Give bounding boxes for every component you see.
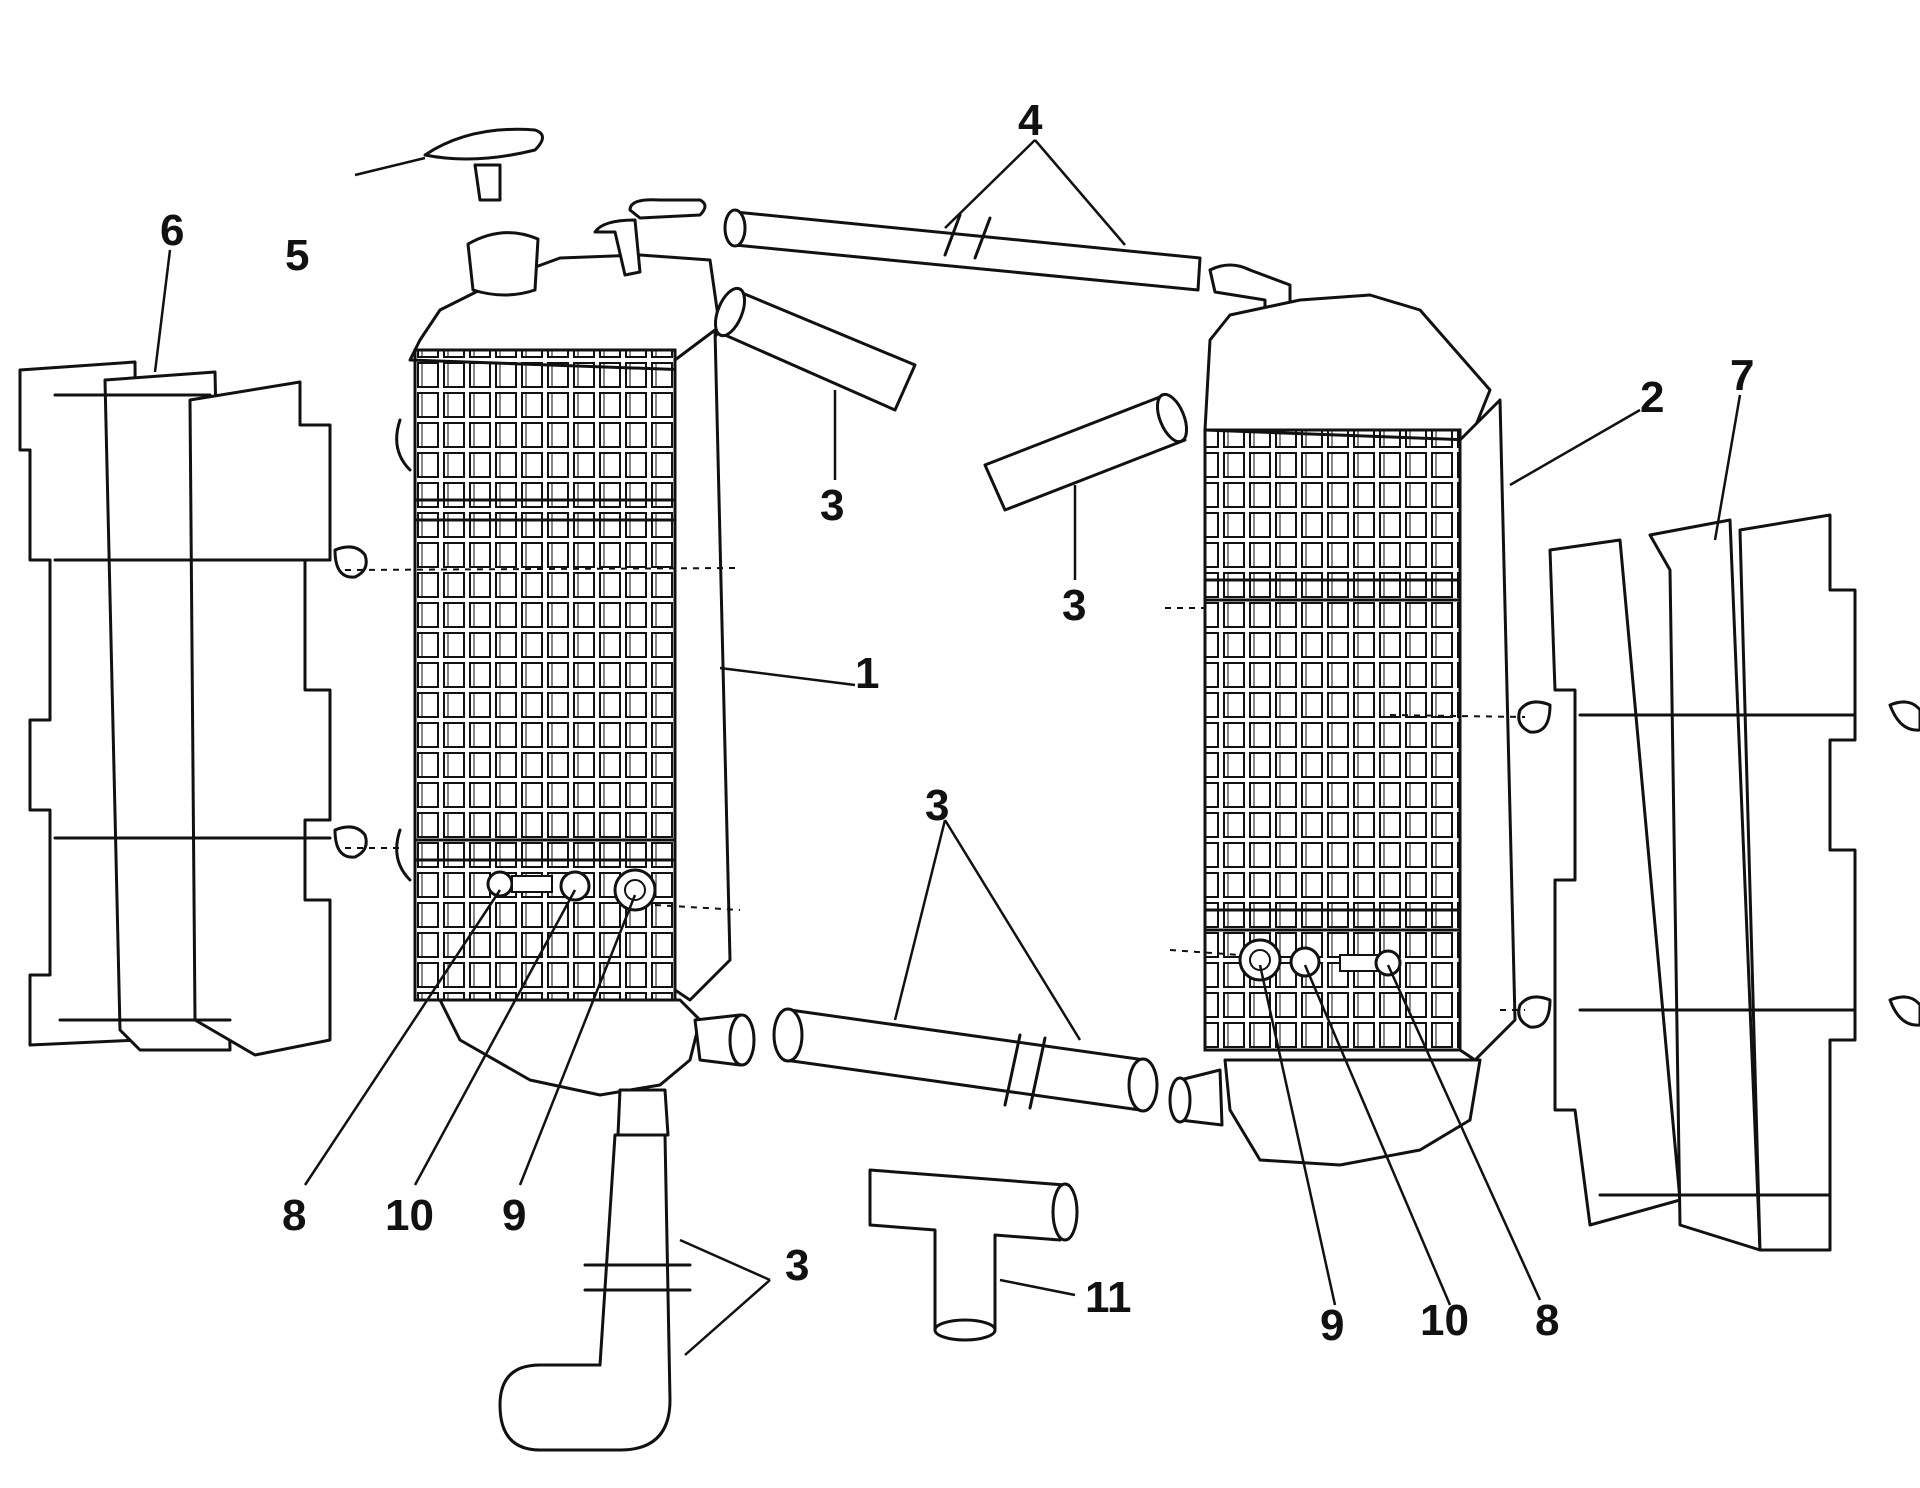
callout-3-bottom-elbow: 3 <box>785 1241 809 1290</box>
left-radiator <box>395 198 756 1137</box>
callout-8-right: 8 <box>1535 1296 1559 1345</box>
hose-upper-left <box>713 286 917 412</box>
callout-3-middle-bottom: 3 <box>925 781 949 830</box>
hose-middle-bottom <box>772 1007 1159 1113</box>
callout-9-right: 9 <box>1320 1301 1344 1350</box>
callout-9-left: 9 <box>502 1191 526 1240</box>
hose-middle-right <box>983 392 1189 512</box>
callout-1: 1 <box>855 649 879 698</box>
callout-3-middle-right: 3 <box>1062 581 1086 630</box>
radiator-cap <box>423 127 544 202</box>
callout-labels: 1 2 3 3 3 3 4 5 6 7 8 10 9 11 9 10 8 <box>160 96 1754 1350</box>
callout-11: 11 <box>1085 1273 1132 1322</box>
callout-10-left: 10 <box>385 1191 434 1240</box>
hose-top <box>723 208 1292 332</box>
alignment-lines <box>344 567 1526 1011</box>
callout-8-left: 8 <box>282 1191 306 1240</box>
callout-10-right: 10 <box>1420 1296 1469 1345</box>
right-louver-guard <box>1517 513 1920 1252</box>
leader-lines <box>153 139 1742 1356</box>
hose-bottom-elbow <box>498 1133 692 1452</box>
left-louver-guard <box>18 360 368 1057</box>
right-radiator <box>1168 293 1517 1167</box>
callout-6: 6 <box>160 206 184 255</box>
callout-5: 5 <box>285 231 309 280</box>
hose-t-piece <box>868 1168 1079 1342</box>
callout-2: 2 <box>1640 373 1664 422</box>
callout-4: 4 <box>1018 96 1043 145</box>
callout-3-upper-left: 3 <box>820 481 844 530</box>
callout-7: 7 <box>1730 351 1754 400</box>
